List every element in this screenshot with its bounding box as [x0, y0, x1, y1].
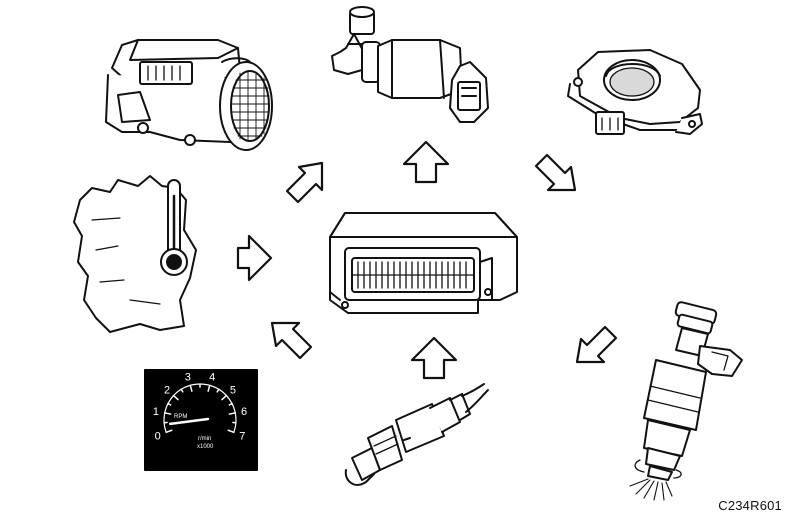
tach-scale-label: 7 [239, 430, 245, 442]
coolant-temperature-icon [73, 175, 197, 333]
fuel-injector-icon [629, 301, 743, 501]
tach-unit-bottom: r/min [198, 436, 211, 442]
tach-major-tick [163, 412, 172, 415]
arrow-ecu-to-idle-valve [402, 140, 450, 184]
arrow-oxygen-to-ecu [410, 336, 458, 380]
arrow-coolant-to-ecu [236, 234, 273, 282]
arrow-tachometer-to-ecu [270, 321, 313, 360]
tach-major-tick [189, 384, 193, 392]
tach-scale-label: 4 [209, 372, 215, 384]
tach-scale-label: 3 [185, 372, 191, 384]
tach-major-tick [207, 384, 211, 392]
tach-scale-label: 2 [164, 384, 170, 396]
tach-major-tick [172, 394, 179, 401]
figure-code: C234R601 [718, 498, 782, 513]
arrow-ecu-to-injector [575, 325, 618, 364]
arrow-throttle-to-ecu [534, 153, 577, 192]
arrow-air-mass-to-ecu [285, 161, 324, 204]
tach-scale-label: 6 [241, 406, 247, 418]
throttle-position-sensor-icon [567, 49, 703, 135]
tach-major-tick [165, 429, 173, 434]
tach-scale-label: 1 [153, 406, 159, 418]
tach-scale-label: 5 [230, 384, 236, 396]
tach-multiplier: x1000 [197, 444, 214, 450]
oxygen-sensor-icon [344, 383, 489, 486]
tach-scale-label: 0 [155, 430, 161, 442]
tach-major-tick [227, 429, 235, 434]
tach-major-tick [221, 394, 228, 401]
idle-air-valve-icon [331, 6, 489, 123]
control-unit-icon [329, 212, 518, 314]
tach-needle [169, 417, 210, 426]
tach-unit-top: RPM [174, 414, 187, 420]
air-mass-meter-icon [105, 39, 273, 151]
tach-major-tick [228, 412, 237, 415]
